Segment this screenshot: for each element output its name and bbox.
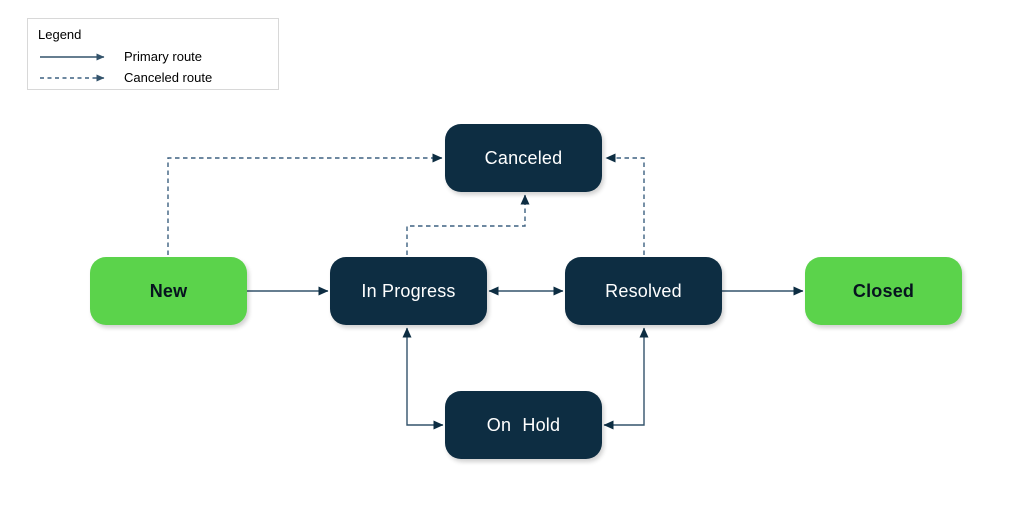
legend-label-primary: Primary route (124, 49, 203, 64)
node-label: On Hold (486, 414, 561, 435)
state-node-canceled: Canceled (445, 124, 602, 192)
edge-inprogress-onhold (402, 327, 444, 430)
legend-item-primary: Primary route (38, 46, 268, 67)
state-node-on-hold: On Hold (445, 391, 602, 459)
node-label: Closed (852, 280, 915, 301)
edge-new-to-canceled (167, 153, 443, 255)
state-node-new: New (90, 257, 247, 325)
node-label: In Progress (361, 280, 456, 301)
edge-onhold-resolved (603, 327, 649, 430)
node-label: Resolved (605, 280, 682, 301)
node-label: New (149, 280, 188, 301)
edge-inprogress-to-canceled (406, 194, 530, 255)
legend-label-canceled: Canceled route (124, 70, 213, 85)
solid-arrow-icon (40, 53, 105, 60)
edge-resolved-to-canceled (605, 153, 645, 255)
state-node-closed: Closed (805, 257, 962, 325)
node-label: Canceled (484, 147, 563, 168)
legend-item-canceled: Canceled route (38, 67, 268, 88)
state-node-in-progress: In Progress (330, 257, 487, 325)
legend: Legend Primary route Canceled route (27, 18, 279, 90)
legend-title: Legend (38, 27, 82, 42)
state-node-resolved: Resolved (565, 257, 722, 325)
dashed-arrow-icon (40, 74, 105, 81)
